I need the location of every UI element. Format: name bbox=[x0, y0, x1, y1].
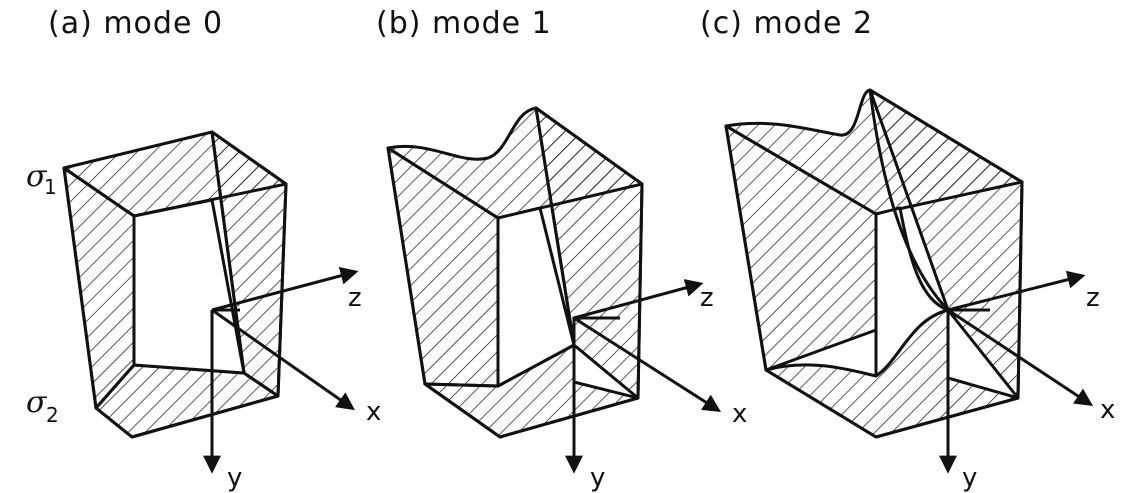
panel-c-edges bbox=[724, 124, 1024, 439]
panel-c-x-axis bbox=[947, 308, 1094, 406]
panel-c-figure: z x y bbox=[724, 88, 1115, 493]
panel-b-z-label: z bbox=[700, 283, 714, 313]
panel-c-z-axis bbox=[947, 270, 1086, 312]
panel-c-title: (c) mode 2 bbox=[700, 6, 874, 41]
sigma-1-subscript: 1 bbox=[44, 175, 57, 199]
sigma-1-symbol: σ bbox=[26, 159, 48, 194]
panel-c-x-label: x bbox=[1100, 395, 1115, 425]
panel-b-title: (b) mode 1 bbox=[376, 6, 552, 41]
panel-b-y-label: y bbox=[590, 463, 605, 493]
panel-b-inner-edge bbox=[534, 106, 576, 347]
panel-a-y-label: y bbox=[227, 463, 242, 493]
panel-b-figure: z x y bbox=[386, 106, 747, 493]
panel-a-figure: z x y bbox=[62, 130, 381, 493]
panel-a-x-axis bbox=[211, 308, 355, 411]
panel-a-edges bbox=[62, 166, 288, 439]
panel-b-x-label: x bbox=[732, 399, 747, 429]
panel-c-inner-edge bbox=[868, 88, 950, 312]
panel-a-z-axis bbox=[211, 267, 359, 312]
panel-a-inner-edge bbox=[210, 130, 246, 375]
sigma-2-subscript: 2 bbox=[46, 403, 59, 427]
panel-b-z-axis bbox=[573, 279, 704, 320]
panel-a-z-label: z bbox=[348, 283, 362, 313]
panel-c-y-label: y bbox=[962, 463, 977, 493]
panel-b-edges bbox=[386, 146, 644, 439]
panel-c-z-label: z bbox=[1086, 283, 1100, 313]
panel-a-bottom-face bbox=[94, 363, 280, 439]
panel-a-title: (a) mode 0 bbox=[48, 6, 224, 41]
panel-b-x-axis bbox=[573, 316, 722, 412]
panel-a-x-label: x bbox=[366, 397, 381, 427]
sigma-2-symbol: σ bbox=[26, 385, 48, 420]
